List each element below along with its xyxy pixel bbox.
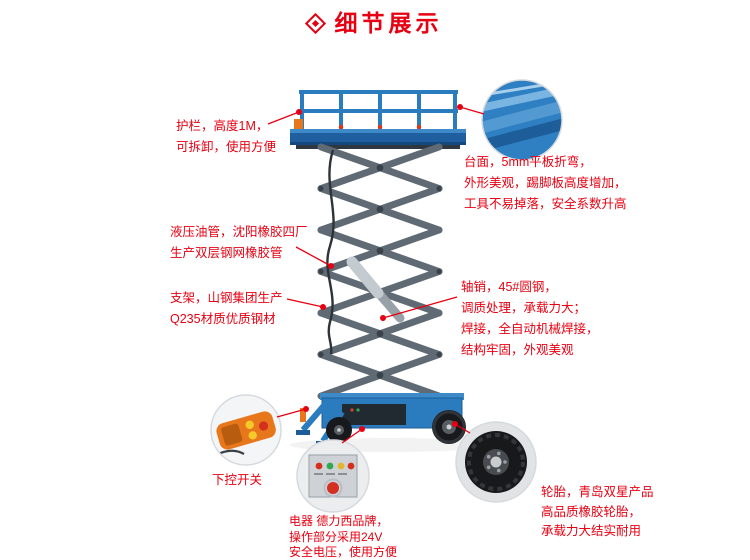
callout-line: 支架，山钢集团生产 — [170, 291, 283, 305]
callout-line: 轮胎，青岛双星产品 — [541, 485, 654, 499]
platform-callout: 台面，5mm平板折弯， 外形美观，踢脚板高度增加， 工具不易掉落，安全系数升高 — [464, 152, 627, 215]
callout-line: 可拆卸，使用方便 — [176, 140, 277, 154]
callout-line: 焊接，全自动机械焊接， — [461, 322, 599, 336]
callout-line: 液压油管，沈阳橡胶四厂 — [170, 225, 308, 239]
callout-line: 高品质橡胶轮胎， — [541, 504, 642, 519]
remote-detail-photo — [210, 394, 282, 466]
leader-dots — [296, 104, 463, 432]
tire-callout: 轮胎，青岛双星产品 高品质橡胶轮胎， 承载力大结实耐用 — [541, 483, 654, 542]
platform-deck — [290, 119, 466, 149]
leader-lines — [267, 106, 485, 444]
header: 细节展示 — [0, 12, 750, 35]
hydraulic-cylinder — [346, 256, 405, 323]
callout-line: 电器 德力西品牌， — [289, 514, 389, 528]
callout-line: 安全电压，使用方便 — [289, 545, 398, 559]
wheels — [326, 410, 466, 444]
callout-line: 承载力大结实耐用 — [541, 524, 642, 538]
pin-callout: 轴销，45#圆钢， 调质处理，承载力大； 焊接，全自动机械焊接， 结构牢固，外观… — [461, 277, 599, 361]
page-title: 细节展示 — [334, 10, 443, 36]
panel-detail-photo — [296, 439, 370, 513]
callout-line: 生产双层钢网橡胶管 — [170, 246, 283, 260]
callout-line: 护栏，高度1M， — [176, 119, 269, 133]
hose-callout: 液压油管，沈阳橡胶四厂 生产双层钢网橡胶管 — [170, 222, 308, 264]
callout-line: Q235材质优质钢材 — [170, 312, 276, 326]
callout-line: 调质处理，承载力大； — [461, 301, 587, 315]
callout-line: 台面，5mm平板折弯， — [464, 155, 592, 169]
guardrail-callout: 护栏，高度1M， 可拆卸，使用方便 — [176, 116, 276, 158]
scissor-lift-illustration — [290, 90, 466, 446]
electric-callout: 电器 德力西品牌， 操作部分采用24V 安全电压，使用方便 — [289, 514, 397, 560]
remote-callout: 下控开关 — [212, 470, 262, 491]
hydraulic-hose — [326, 149, 335, 355]
callout-line: 工具不易掉落，安全系数升高 — [464, 197, 627, 211]
tire-detail-photo — [455, 421, 537, 503]
platform-detail-photo — [481, 79, 563, 161]
callout-line: 外形美观，踢脚板高度增加， — [464, 176, 627, 190]
callout-line: 下控开关 — [212, 473, 263, 487]
guardrail — [299, 90, 458, 131]
callout-line: 轴销，45#圆钢， — [461, 280, 557, 294]
scissor-arms — [317, 143, 443, 400]
callout-line: 操作部分采用24V — [289, 529, 383, 544]
callout-line: 结构牢固，外观美观 — [461, 343, 574, 357]
frame-callout: 支架，山钢集团生产 Q235材质优质钢材 — [170, 288, 283, 330]
